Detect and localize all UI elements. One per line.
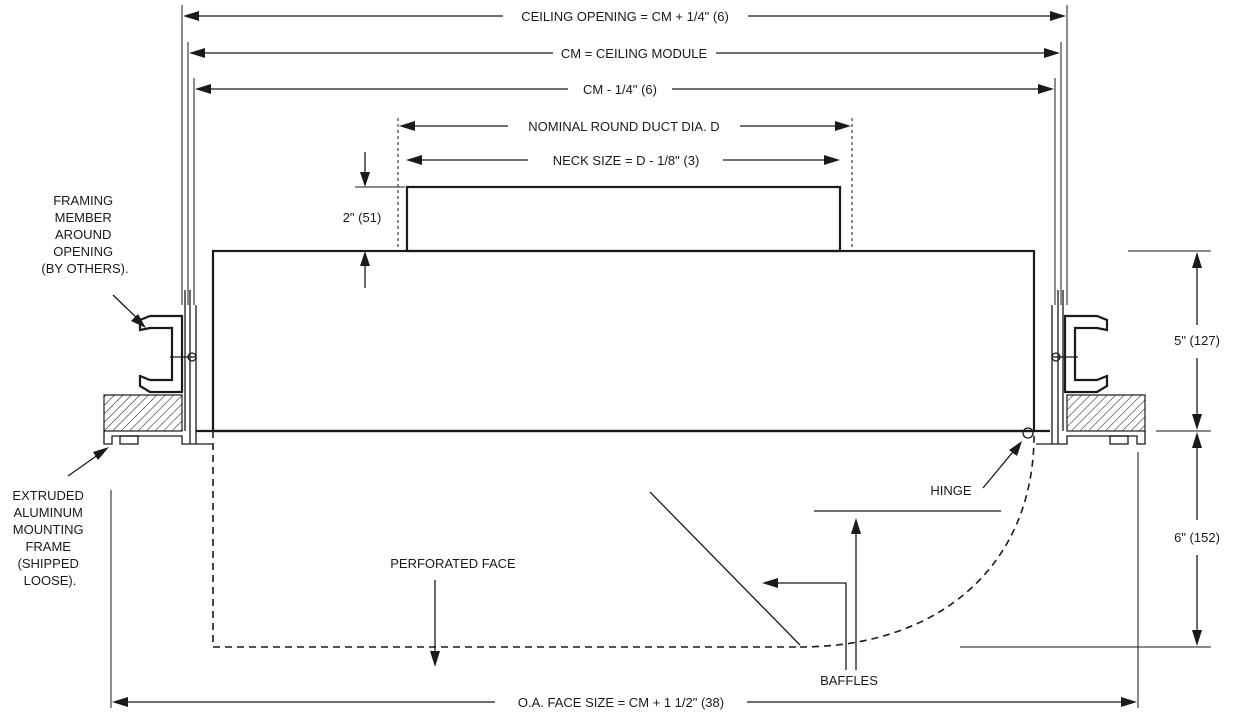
right-ceiling-section xyxy=(1036,290,1146,445)
callout-baffles: BAFFLES xyxy=(762,518,878,688)
body-height-label: 5" (127) xyxy=(1174,333,1220,348)
nominal-duct-label: NOMINAL ROUND DUCT DIA. D xyxy=(528,119,719,134)
perforated-face-label: PERFORATED FACE xyxy=(390,556,516,571)
ceiling-opening-label: CEILING OPENING = CM + 1/4" (6) xyxy=(521,9,729,24)
callout-hinge: HINGE xyxy=(930,441,1022,498)
dimension-nominal-duct: NOMINAL ROUND DUCT DIA. D xyxy=(397,118,853,250)
callout-perforated-face: PERFORATED FACE xyxy=(390,556,516,667)
baffles-label: BAFFLES xyxy=(820,673,878,688)
dimension-neck-height: 2" (51) xyxy=(343,152,405,288)
ceiling-module-label: CM = CEILING MODULE xyxy=(561,46,708,61)
callout-mounting-frame: EXTRUDED ALUMINUM MOUNTING FRAME (SHIPPE… xyxy=(12,447,109,588)
callout-framing-member: FRAMING MEMBER AROUND OPENING (BY OTHERS… xyxy=(41,193,146,328)
baffles xyxy=(649,491,1001,646)
dimension-ceiling-module: CM = CEILING MODULE xyxy=(187,42,1062,305)
neck-height-label: 2" (51) xyxy=(343,210,382,225)
dimension-neck-size: NECK SIZE = D - 1/8" (3) xyxy=(406,153,840,168)
dimension-body-height: 5" (127) xyxy=(1128,250,1220,432)
dimension-face-size: O.A. FACE SIZE = CM + 1 1/2" (38) xyxy=(110,452,1139,710)
dimension-face-drop: 6" (152) xyxy=(960,432,1220,648)
neck-size-label: NECK SIZE = D - 1/8" (3) xyxy=(553,153,700,168)
dimension-cm-minus: CM - 1/4" (6) xyxy=(193,78,1056,305)
left-ceiling-section xyxy=(103,290,212,445)
perforated-face-outline xyxy=(212,431,1035,648)
mounting-frame-label: EXTRUDED ALUMINUM MOUNTING FRAME (SHIPPE… xyxy=(12,488,87,588)
face-size-label: O.A. FACE SIZE = CM + 1 1/2" (38) xyxy=(518,695,724,710)
neck-collar xyxy=(405,185,842,253)
plenum-box xyxy=(211,249,1036,433)
hinge-pin xyxy=(1022,427,1034,439)
dimension-ceiling-opening: CEILING OPENING = CM + 1/4" (6) xyxy=(181,5,1068,305)
cm-minus-label: CM - 1/4" (6) xyxy=(583,82,657,97)
hinge-label: HINGE xyxy=(930,483,972,498)
framing-member-label: FRAMING MEMBER AROUND OPENING (BY OTHERS… xyxy=(41,193,128,276)
face-drop-label: 6" (152) xyxy=(1174,530,1220,545)
diffuser-body xyxy=(196,185,1050,433)
